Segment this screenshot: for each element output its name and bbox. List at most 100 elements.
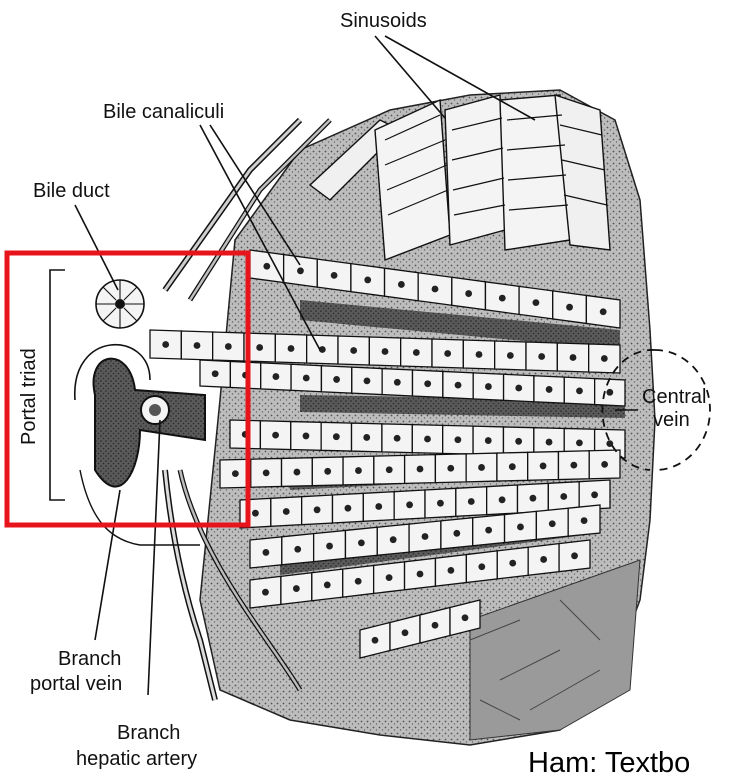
hepatocyte-nucleus: [272, 373, 279, 380]
hepatocyte-nucleus: [570, 462, 577, 469]
hepatocyte-nucleus: [398, 281, 405, 288]
hepatocyte-nucleus: [294, 546, 301, 553]
hepatocyte-nucleus: [509, 463, 516, 470]
hepatocyte-nucleus: [355, 467, 362, 474]
hepatocyte-nucleus: [263, 469, 270, 476]
hepatocyte-nucleus: [363, 434, 370, 441]
hepatocyte-nucleus: [530, 495, 537, 502]
hepatocyte-nucleus: [364, 277, 371, 284]
hepatocyte-nucleus: [263, 549, 270, 556]
hepatocyte-nucleus: [453, 530, 460, 537]
hepatocyte-nucleus: [225, 343, 232, 350]
hepatocyte-nucleus: [326, 543, 333, 550]
hepatocyte-nucleus: [324, 582, 331, 589]
hepatocyte-nucleus: [591, 491, 598, 498]
label-branch-portal-vein-1: Branch: [58, 648, 121, 670]
hepatocyte-nucleus: [509, 560, 516, 567]
hepatocyte-nucleus: [331, 272, 338, 279]
label-sinusoids: Sinusoids: [340, 10, 427, 32]
hepatocyte-nucleus: [402, 629, 409, 636]
hepatocyte-nucleus: [294, 469, 301, 476]
hepatocyte-nucleus: [262, 589, 269, 596]
hepatocyte-nucleus: [293, 585, 300, 592]
hepatocyte-nucleus: [232, 470, 239, 477]
hepatocyte-nucleus: [606, 389, 613, 396]
hepatocyte-nucleus: [601, 461, 608, 468]
label-branch-hepatic-artery-2: hepatic artery: [76, 748, 197, 770]
hepatocyte-nucleus: [394, 379, 401, 386]
hepatocyte-nucleus: [485, 437, 492, 444]
hepatocyte-nucleus: [478, 563, 485, 570]
hepatocyte-nucleus: [345, 505, 352, 512]
hepatocyte-nucleus: [272, 432, 279, 439]
hepatocyte-nucleus: [485, 527, 492, 534]
hepatocyte-nucleus: [424, 380, 431, 387]
hepatocyte-nucleus: [515, 385, 522, 392]
hepatocyte-nucleus: [194, 342, 201, 349]
hepatocyte-nucleus: [468, 498, 475, 505]
label-bile-canaliculi: Bile canaliculi: [103, 101, 224, 123]
hepatocyte-nucleus: [485, 383, 492, 390]
label-central-vein-1: Central: [642, 386, 706, 408]
hepatocyte-nucleus: [571, 552, 578, 559]
bile-duct-ring: [96, 280, 144, 328]
hepatocyte-nucleus: [422, 533, 429, 540]
hepatocyte-nucleus: [432, 286, 439, 293]
hepatocyte-nucleus: [382, 348, 389, 355]
hepatocyte-nucleus: [499, 295, 506, 302]
hepatocyte-nucleus: [601, 355, 608, 362]
hepatocyte-nucleus: [358, 539, 365, 546]
label-branch-hepatic-artery-1: Branch: [117, 722, 180, 744]
hepatocyte-nucleus: [263, 263, 270, 270]
hepatocyte-nucleus: [406, 501, 413, 508]
hepatocyte-nucleus: [212, 370, 219, 377]
hepatocyte-nucleus: [546, 439, 553, 446]
hepatocyte-nucleus: [386, 574, 393, 581]
hepatocyte-nucleus: [444, 350, 451, 357]
hepatocyte-nucleus: [375, 503, 382, 510]
hepatocyte-nucleus: [437, 500, 444, 507]
hepatocyte-nucleus: [252, 510, 259, 517]
hepatocyte-nucleus: [162, 341, 169, 348]
hepatocyte-nucleus: [476, 351, 483, 358]
label-branch-portal-vein-2: portal vein: [30, 673, 122, 695]
hepatocyte-nucleus: [303, 375, 310, 382]
hepatocyte-nucleus: [465, 290, 472, 297]
hepatocyte-nucleus: [540, 556, 547, 563]
hepatocyte-nucleus: [515, 438, 522, 445]
hepatocyte-nucleus: [566, 304, 573, 311]
hepatocyte-nucleus: [546, 386, 553, 393]
hepatocyte-nucleus: [455, 382, 462, 389]
hepatocyte-nucleus: [581, 517, 588, 524]
hepatocyte-nucleus: [499, 496, 506, 503]
hepatocyte-nucleus: [600, 308, 607, 315]
hepatocyte-nucleus: [417, 571, 424, 578]
hepatocyte-nucleus: [538, 353, 545, 360]
hepatocyte-nucleus: [432, 622, 439, 629]
hepatocyte-nucleus: [549, 520, 556, 527]
hepatocyte-nucleus: [424, 436, 431, 443]
hepatocyte-nucleus: [355, 578, 362, 585]
hepatocyte-nucleus: [297, 267, 304, 274]
hepatocyte-nucleus: [303, 433, 310, 440]
hepatocyte-nucleus: [454, 436, 461, 443]
hepatocyte-nucleus: [540, 463, 547, 470]
label-portal-triad: Portal triad: [18, 348, 40, 445]
hepatocyte-nucleus: [372, 637, 379, 644]
hepatocyte-nucleus: [462, 614, 469, 621]
label-central-vein-2: vein: [653, 409, 690, 431]
hepatocyte-nucleus: [533, 299, 540, 306]
hepatocyte-nucleus: [256, 344, 263, 351]
hepatocyte-nucleus: [417, 466, 424, 473]
hepatocyte-nucleus: [507, 352, 514, 359]
hepatocyte-nucleus: [364, 377, 371, 384]
source-caption: Ham: Textbo: [528, 747, 690, 778]
hepatocyte-nucleus: [576, 387, 583, 394]
hepatocyte-nucleus: [576, 439, 583, 446]
hepatocyte-nucleus: [478, 464, 485, 471]
hepatocyte-nucleus: [288, 345, 295, 352]
hepatocyte-nucleus: [386, 466, 393, 473]
hepatocyte-nucleus: [333, 376, 340, 383]
hepatocyte-nucleus: [570, 354, 577, 361]
